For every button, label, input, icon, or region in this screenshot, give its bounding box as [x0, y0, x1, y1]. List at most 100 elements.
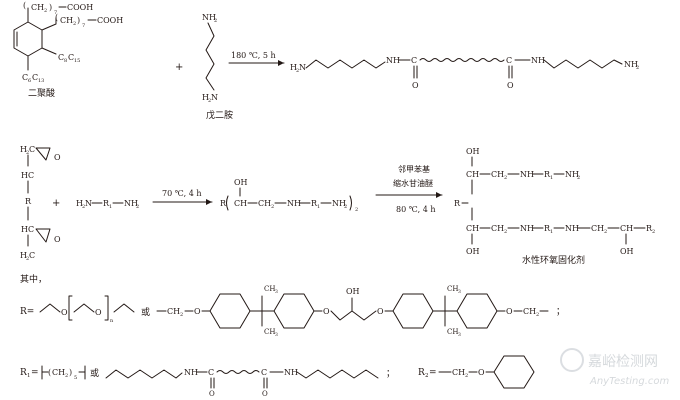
- svg-text:H: H: [202, 93, 209, 102]
- svg-text:NH: NH: [520, 170, 534, 179]
- dimer-acid-label: 二聚酸: [28, 88, 55, 99]
- svg-text:CH: CH: [447, 285, 458, 293]
- svg-text:13: 13: [38, 78, 44, 84]
- svg-text:C: C: [29, 145, 35, 154]
- svg-text:OH: OH: [234, 178, 248, 187]
- svg-text:2: 2: [536, 312, 539, 318]
- svg-text:NH: NH: [531, 56, 545, 65]
- svg-text:3: 3: [458, 332, 461, 338]
- svg-text:3: 3: [275, 332, 278, 338]
- svg-text:N: N: [85, 199, 92, 208]
- svg-text:C: C: [68, 53, 74, 62]
- conditions-3-line2: 缩水甘油醚: [393, 178, 433, 188]
- svg-text:CH: CH: [466, 170, 479, 179]
- svg-text:或: 或: [90, 367, 99, 379]
- svg-text:C: C: [208, 368, 214, 377]
- svg-text:O: O: [377, 307, 384, 316]
- svg-text:O: O: [506, 307, 513, 316]
- svg-text:CH: CH: [52, 368, 65, 377]
- svg-text:O: O: [194, 307, 201, 316]
- reaction-arrow-1: 180 ℃, 5 h: [228, 51, 285, 66]
- svg-text:NH: NH: [332, 199, 346, 208]
- svg-text:CH: CH: [620, 224, 633, 233]
- svg-text:R: R: [454, 199, 461, 208]
- svg-text:CH: CH: [167, 307, 180, 316]
- svg-text:R: R: [103, 199, 110, 208]
- r2-definition: R 2 = CH 2 O: [418, 355, 535, 389]
- svg-text:R: R: [311, 199, 318, 208]
- svg-text:C: C: [261, 368, 267, 377]
- svg-text:2: 2: [425, 373, 429, 379]
- svg-text:3: 3: [275, 289, 278, 295]
- conditions-1: 180 ℃, 5 h: [231, 51, 276, 60]
- svg-text:O: O: [507, 81, 514, 90]
- svg-text:HC: HC: [21, 171, 34, 180]
- dimer-acid-structure: ( CH 2 ) 7 COOH ( CH 2 ) 7 COOH C 8 C 15…: [13, 1, 123, 99]
- svg-text:O: O: [95, 308, 102, 317]
- svg-text:7: 7: [82, 23, 85, 29]
- svg-text:CH: CH: [491, 224, 504, 233]
- paren-left: (: [23, 1, 26, 10]
- svg-text:CH: CH: [447, 328, 458, 336]
- svg-text:): ): [77, 16, 80, 25]
- r1-definition: R 1 = ( CH 2 ) 5 或 NH C O C O NH ；: [20, 365, 395, 398]
- svg-text:2: 2: [208, 98, 211, 104]
- epoxy-resin-structure: H 2 C O HC R HC O H 2 C: [20, 145, 61, 262]
- svg-text:H: H: [20, 251, 27, 260]
- svg-text:CH: CH: [523, 307, 536, 316]
- svg-text:NH: NH: [184, 368, 198, 377]
- svg-text:3: 3: [458, 289, 461, 295]
- svg-text:NH: NH: [520, 224, 534, 233]
- svg-text:2: 2: [504, 175, 507, 181]
- svg-text:1: 1: [550, 175, 553, 181]
- svg-text:=: =: [429, 368, 437, 378]
- svg-text:R: R: [646, 224, 653, 233]
- svg-text:CH: CH: [60, 16, 73, 25]
- svg-text:2: 2: [44, 8, 47, 14]
- svg-text:HC: HC: [21, 225, 34, 234]
- pentanediamine-structure: NH 2 H 2 N 戊二胺: [202, 13, 233, 121]
- curing-agent-structure: OH CH CH 2 NH R 1 NH 2 R CH OH CH 2 NH R…: [454, 147, 655, 266]
- svg-text:8: 8: [64, 58, 67, 64]
- conditions-2: 70 ℃, 4 h: [162, 189, 202, 198]
- svg-text:2: 2: [271, 204, 274, 210]
- svg-text:H: H: [76, 199, 83, 208]
- diamine-structure: H 2 N R 1 NH 2: [76, 199, 139, 210]
- pentanediamine-label: 戊二胺: [206, 109, 233, 121]
- svg-text:2: 2: [214, 18, 217, 24]
- svg-text:NH: NH: [565, 170, 579, 179]
- svg-text:R: R: [25, 197, 32, 206]
- svg-text:15: 15: [74, 58, 80, 64]
- svg-text:1: 1: [550, 229, 553, 235]
- svg-text:2: 2: [344, 204, 347, 210]
- svg-text:R: R: [220, 199, 227, 208]
- svg-text:2: 2: [604, 229, 607, 235]
- svg-text:n: n: [110, 318, 114, 324]
- svg-text:2: 2: [465, 373, 468, 379]
- plus-sign-2: +: [52, 198, 60, 209]
- svg-text:2: 2: [82, 204, 85, 210]
- svg-text:NH: NH: [202, 13, 216, 22]
- svg-text:O: O: [478, 368, 485, 377]
- svg-text:OH: OH: [620, 247, 634, 256]
- svg-text:2: 2: [577, 175, 580, 181]
- svg-text:N: N: [299, 63, 306, 72]
- svg-text:C: C: [58, 53, 64, 62]
- svg-text:O: O: [209, 390, 215, 398]
- svg-text:NH: NH: [284, 368, 298, 377]
- svg-text:H: H: [20, 145, 27, 154]
- svg-text:2: 2: [504, 229, 507, 235]
- svg-text:NH: NH: [624, 60, 638, 69]
- plus-sign-1: +: [175, 62, 183, 73]
- svg-text:N: N: [211, 93, 218, 102]
- svg-text:CH: CH: [452, 368, 465, 377]
- svg-text:O: O: [54, 153, 61, 162]
- svg-text:CH: CH: [466, 224, 479, 233]
- svg-text:6: 6: [28, 78, 31, 84]
- paren-right: ): [49, 3, 52, 12]
- svg-text:AnyTesting.com: AnyTesting.com: [589, 376, 670, 387]
- svg-text:(: (: [55, 13, 58, 22]
- svg-text:2: 2: [652, 229, 655, 235]
- svg-text:2: 2: [296, 68, 299, 74]
